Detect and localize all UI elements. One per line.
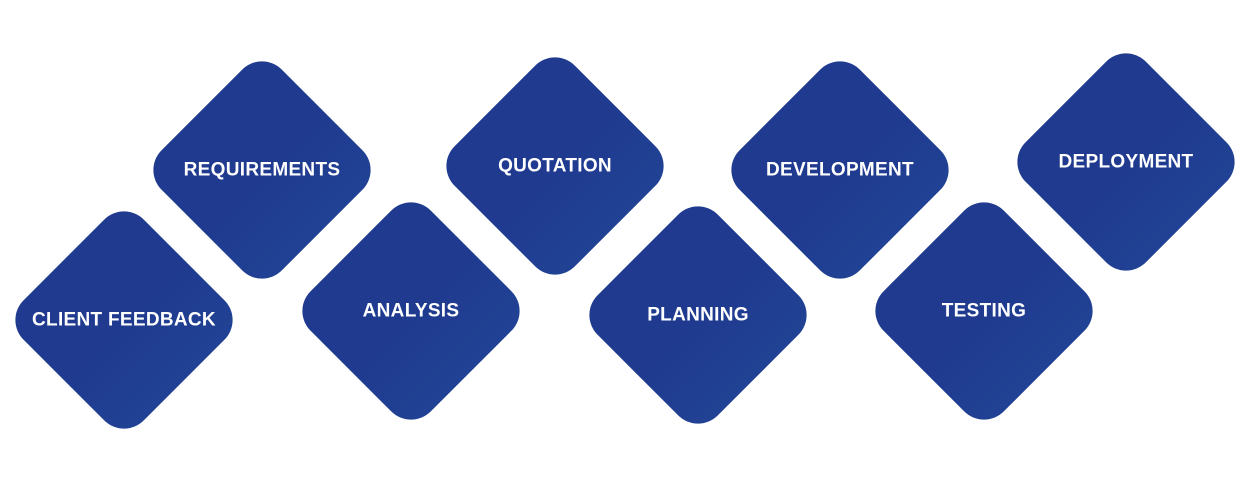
step-label: QUOTATION	[498, 156, 612, 177]
step-deployment: DEPLOYMENT	[1017, 53, 1235, 271]
step-label: PLANNING	[647, 305, 749, 326]
step-development: DEVELOPMENT	[731, 61, 949, 279]
step-testing: TESTING	[875, 202, 1093, 420]
step-diamond	[589, 206, 807, 424]
step-label: REQUIREMENTS	[184, 160, 341, 181]
step-quotation: QUOTATION	[446, 57, 664, 275]
step-planning: PLANNING	[589, 206, 807, 424]
step-diamond	[731, 61, 949, 279]
step-client-feedback: CLIENT FEEDBACK	[15, 211, 233, 429]
step-analysis: ANALYSIS	[302, 202, 520, 420]
step-diamond	[15, 211, 233, 429]
step-requirements: REQUIREMENTS	[153, 61, 371, 279]
step-label: DEPLOYMENT	[1059, 152, 1194, 173]
step-label: TESTING	[942, 301, 1026, 322]
step-diamond	[153, 61, 371, 279]
step-label: CLIENT FEEDBACK	[32, 310, 216, 331]
step-label: ANALYSIS	[363, 301, 460, 322]
step-diamond	[302, 202, 520, 420]
step-diamond	[1017, 53, 1235, 271]
step-diamond	[875, 202, 1093, 420]
step-diamond	[446, 57, 664, 275]
step-label: DEVELOPMENT	[766, 160, 914, 181]
